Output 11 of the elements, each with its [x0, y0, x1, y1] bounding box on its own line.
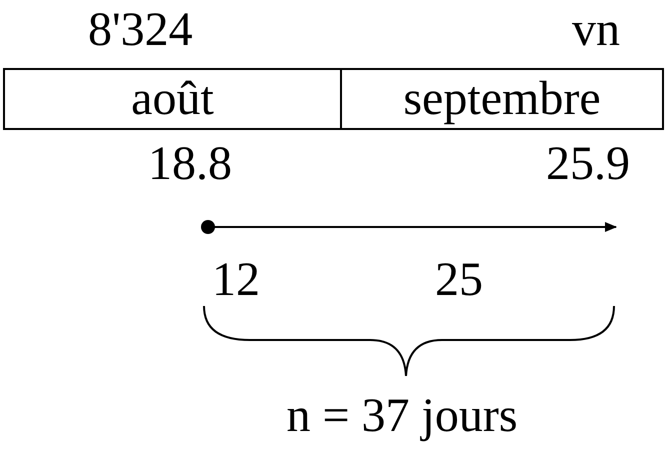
unit-label: vn — [572, 6, 620, 54]
month-label: septembre — [403, 75, 601, 123]
month-label: août — [131, 75, 214, 123]
day-count: 12 — [212, 256, 260, 304]
count-label: 8'324 — [88, 6, 193, 54]
day-count: 25 — [435, 256, 483, 304]
date-label: 25.9 — [546, 140, 630, 188]
total-label: n = 37 jours — [286, 392, 518, 440]
month-box — [340, 68, 664, 130]
month-box — [3, 68, 342, 130]
date-label: 18.8 — [148, 140, 232, 188]
